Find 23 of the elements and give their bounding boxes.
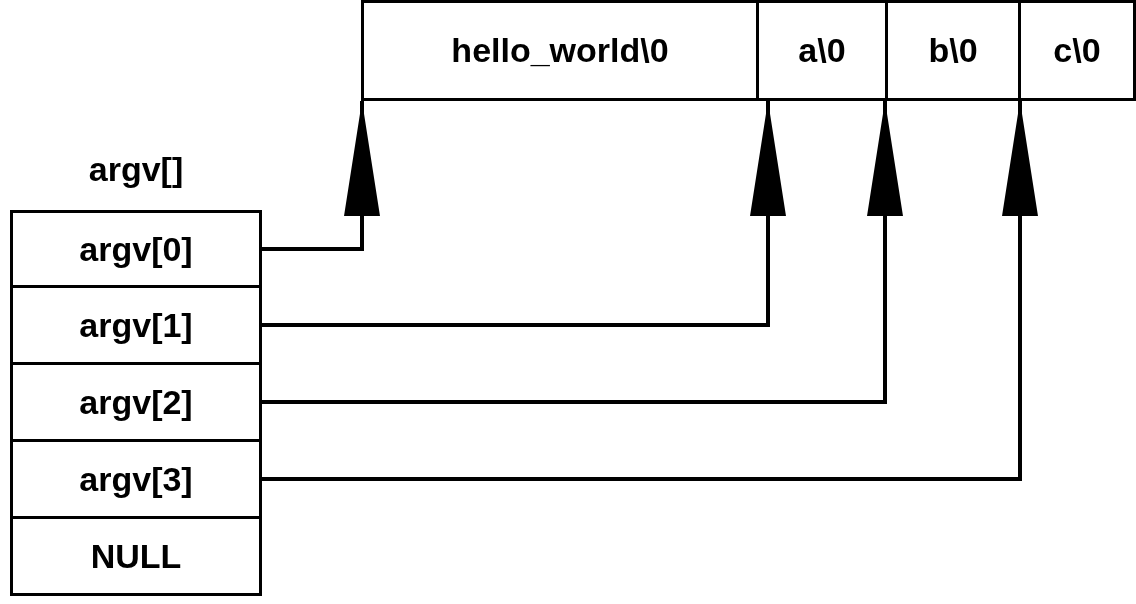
memory-cell [361, 0, 759, 101]
cell-label: argv[1] [79, 305, 193, 345]
memory-cell [10, 439, 262, 519]
memory-cell [1018, 0, 1136, 101]
cell-label: c\0 [1053, 31, 1101, 70]
cell-label: hello_world\0 [451, 31, 669, 70]
arrow [262, 101, 903, 404]
array-heading: argv[] [87, 150, 185, 189]
memory-cell [885, 0, 1021, 101]
cell-label: NULL [90, 536, 182, 576]
memory-cell [10, 210, 262, 288]
memory-cell [756, 0, 888, 101]
cell-label: argv[3] [79, 459, 193, 499]
cell-label: b\0 [928, 31, 978, 70]
arrow [262, 101, 380, 251]
cell-label: argv[0] [79, 229, 193, 269]
cell-label: a\0 [798, 31, 846, 70]
arrow [262, 101, 1038, 481]
memory-cell [10, 516, 262, 596]
memory-cell [10, 362, 262, 442]
cell-label: argv[2] [79, 382, 193, 422]
arrow [262, 101, 786, 327]
memory-cell [10, 285, 262, 365]
